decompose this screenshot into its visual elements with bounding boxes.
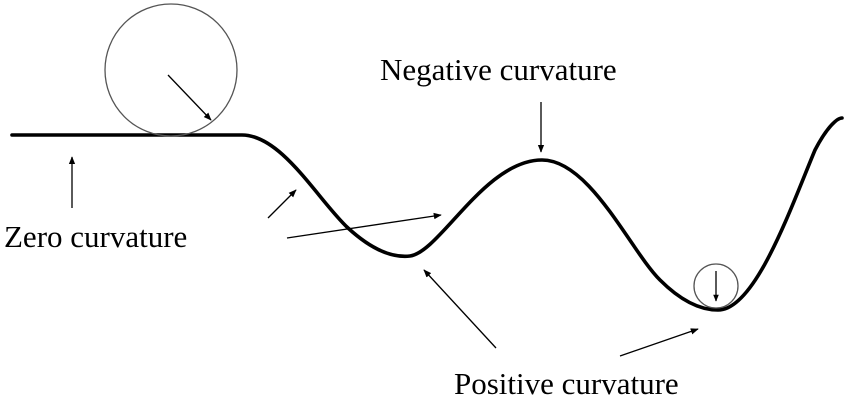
large-circle-radius-arrow bbox=[167, 74, 212, 121]
small-circle-icon bbox=[693, 263, 739, 309]
large-circle-icon bbox=[104, 3, 238, 137]
positive-curvature-arrow-left-valley bbox=[423, 269, 497, 349]
curve-path bbox=[10, 116, 844, 312]
zero-curvature-arrow-inflection-right bbox=[286, 212, 442, 239]
zero-curvature-arrow-inflection-left bbox=[267, 189, 297, 219]
positive-curvature-label: Positive curvature bbox=[454, 366, 679, 401]
negative-curvature-label: Negative curvature bbox=[380, 52, 617, 87]
positive-curvature-arrow-right-valley bbox=[619, 328, 699, 357]
zero-curvature-label: Zero curvature bbox=[4, 219, 187, 254]
